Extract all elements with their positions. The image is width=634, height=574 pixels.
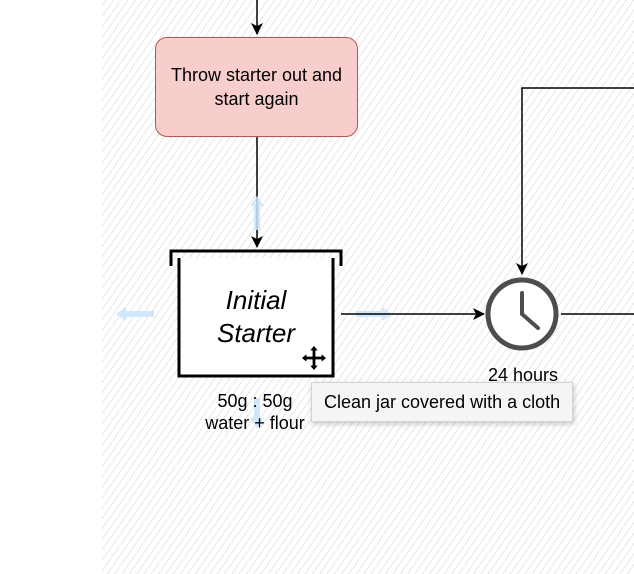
ratio-caption: 50g : 50g water + flour — [180, 390, 330, 434]
ratio-line2: water + flour — [205, 413, 305, 433]
hover-arrow-down-icon[interactable] — [250, 398, 264, 428]
clock-icon[interactable] — [485, 277, 559, 351]
initial-starter-line2: Starter — [216, 318, 296, 348]
initial-starter-line1: Initial — [225, 285, 287, 315]
throw-starter-text: Throw starter out and start again — [170, 65, 343, 109]
ratio-line1: 50g : 50g — [217, 391, 293, 411]
throw-starter-node[interactable] — [155, 37, 358, 137]
hover-arrow-up-icon[interactable] — [250, 196, 264, 230]
left-margin — [0, 0, 102, 574]
tooltip: Clean jar covered with a cloth — [311, 382, 574, 422]
tooltip-text: Clean jar covered with a cloth — [324, 392, 561, 412]
move-cursor-icon — [300, 344, 328, 372]
throw-starter-label: Throw starter out and start again — [155, 37, 358, 137]
edge-loop-into-timer[interactable] — [516, 87, 634, 275]
timer-label: 24 hours — [462, 364, 584, 386]
hover-arrow-left-icon[interactable] — [116, 307, 154, 321]
timer-label-text: 24 hours — [487, 365, 559, 385]
initial-starter-label: Initial Starter — [179, 258, 333, 376]
